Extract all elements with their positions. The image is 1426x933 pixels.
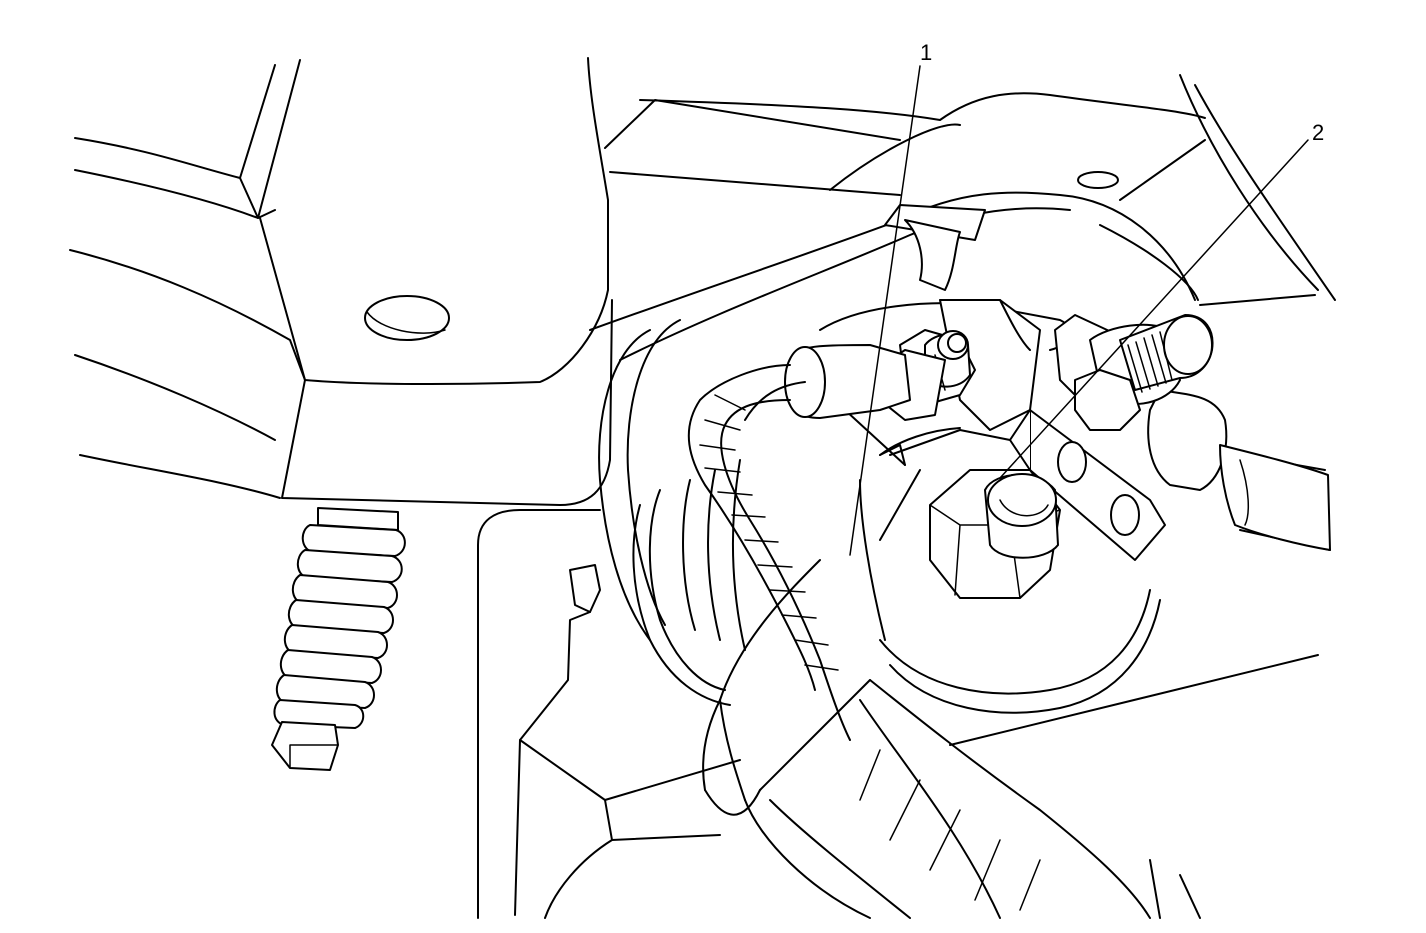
small-terminal-stud	[879, 329, 976, 421]
callout-1-label: 1	[920, 40, 932, 65]
callout-2-leader	[999, 139, 1309, 479]
callout-2-label: 2	[1312, 120, 1324, 145]
callout-2: 2	[999, 120, 1324, 479]
callout-1: 1	[849, 40, 932, 556]
battery-stud-nut	[1074, 314, 1214, 431]
frame-bracket	[69, 57, 613, 506]
terminal-block	[879, 299, 1331, 561]
wire-harness	[687, 344, 1151, 919]
callout-1-leader	[849, 65, 921, 556]
crossmember-panel	[589, 74, 1336, 551]
engine-block	[477, 509, 1319, 919]
large-terminal-nut	[929, 469, 1061, 599]
threaded-bolt	[271, 507, 406, 771]
